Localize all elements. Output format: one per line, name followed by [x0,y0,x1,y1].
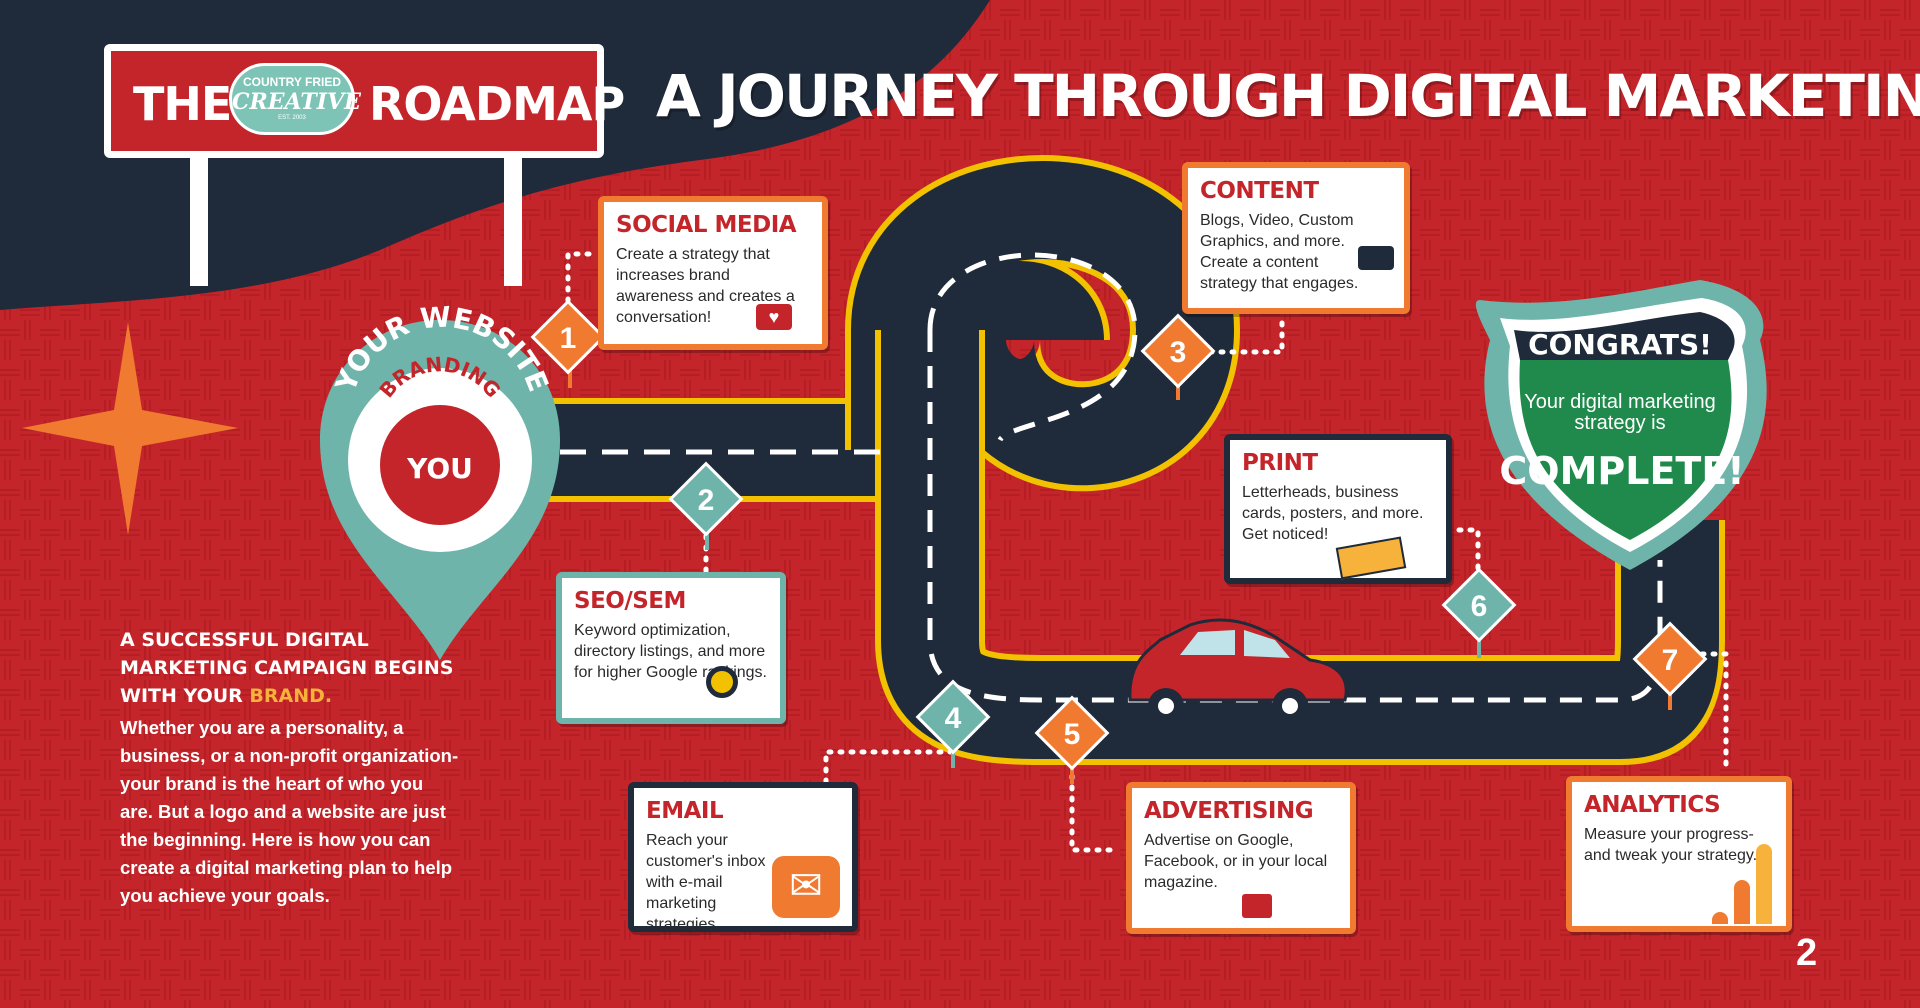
magnifier-icon [706,666,738,698]
step-marker-2 [668,461,744,550]
step-marker-4 [915,679,991,768]
card-text: Keyword optimization, directory listings… [574,622,767,681]
shield-bottom-text: COMPLETE! [1499,449,1744,493]
card-text: Advertise on Google, Facebook, or in you… [1144,832,1328,891]
pin-center-text: YOU [406,452,473,485]
step-num-5: 5 [1064,718,1081,751]
card-content: CONTENT Blogs, Video, Custom Graphics, a… [1182,162,1410,314]
card-title: ANALYTICS [1584,792,1721,818]
step-num-2: 2 [698,484,715,517]
bar-chart-icon [1712,844,1772,924]
intro-heading-prefix: A SUCCESSFUL DIGITAL MARKETING CAMPAIGN … [120,629,454,707]
logo-line-1: COUNTRY FRIED [242,75,341,89]
logo-line-3: EST. 2003 [278,115,306,121]
step-marker-5 [1034,695,1110,784]
card-title: SEO/SEM [574,588,686,614]
step-marker-6 [1441,567,1517,658]
card-email: EMAIL Reach your customer's inbox with e… [628,782,858,933]
card-text: Create a strategy that increases brand a… [616,246,795,326]
card-print: PRINT Letterheads, business cards, poste… [1224,434,1452,584]
intro-heading-brand: BRAND. [249,685,333,707]
megaphone-icon [1242,894,1272,918]
card-title: EMAIL [646,798,724,824]
step-num-4: 4 [945,702,962,735]
card-text: Reach your customer's inbox with e-mail … [646,832,766,933]
heart-chat-icon: ♥ [756,304,792,330]
envelope-icon: ✉ [772,856,840,918]
company-logo: COUNTRY FRIED CREATIVE EST. 2003 [229,63,361,135]
intro-heading: A SUCCESSFUL DIGITAL MARKETING CAMPAIGN … [120,626,460,710]
shield-middle-text: Your digital marketing strategy is [1524,392,1716,434]
card-seo-sem: SEO/SEM Keyword optimization, directory … [556,572,786,724]
step-marker-3 [1140,313,1216,400]
card-title: ADVERTISING [1144,798,1314,824]
page-number: 2 [1796,932,1818,974]
page-title: A JOURNEY THROUGH DIGITAL MARKETING [656,62,1920,130]
card-title: SOCIAL MEDIA [616,212,797,238]
step-marker-1 [530,299,606,388]
sign-word-right: ROADMAP [369,77,625,131]
card-text: Measure your progress- and tweak your st… [1584,826,1758,864]
card-title: PRINT [1242,450,1318,476]
camera-icon [1358,246,1394,270]
step-marker-7 [1632,621,1708,710]
intro-body: Whether you are a personality, a busines… [120,717,459,906]
title-sign: THE COUNTRY FRIED CREATIVE EST. 2003 ROA… [104,44,625,158]
logo-line-2: CREATIVE [232,89,361,115]
card-title: CONTENT [1200,178,1319,204]
step-num-1: 1 [560,322,577,355]
car-icon [1128,618,1348,724]
step-num-7: 7 [1662,644,1679,677]
card-text: Letterheads, business cards, posters, an… [1242,484,1424,543]
shield-top-text: CONGRATS! [1528,328,1712,361]
sparkle-star-icon [22,322,238,535]
sign-word-left: THE [133,77,232,131]
card-text: Blogs, Video, Custom Graphics, and more.… [1200,212,1359,292]
intro-text: A SUCCESSFUL DIGITAL MARKETING CAMPAIGN … [120,626,460,910]
card-analytics: ANALYTICS Measure your progress- and twe… [1566,776,1792,932]
step-num-6: 6 [1471,590,1488,623]
step-num-3: 3 [1170,336,1187,369]
card-social-media: SOCIAL MEDIA Create a strategy that incr… [598,196,828,350]
card-advertising: ADVERTISING Advertise on Google, Faceboo… [1126,782,1356,934]
